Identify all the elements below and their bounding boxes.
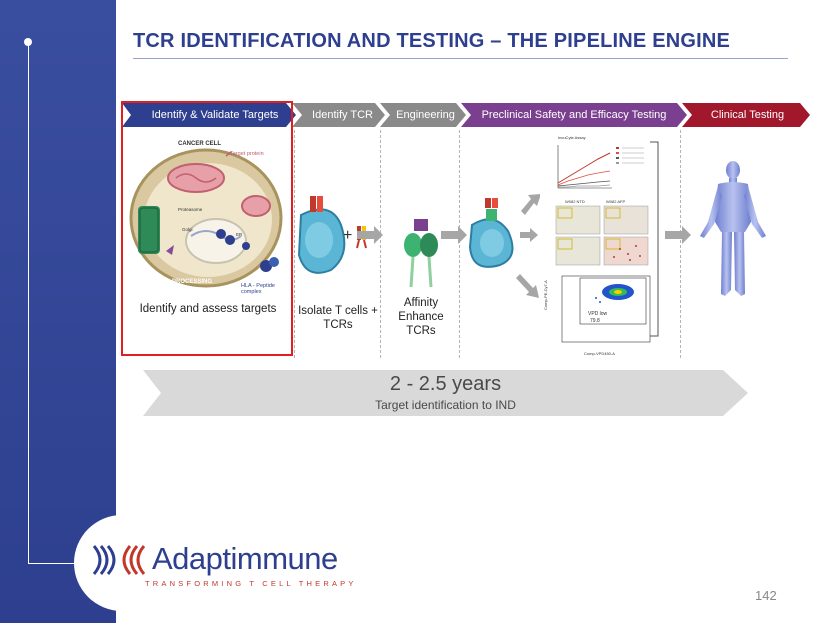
title-underline [133, 58, 788, 59]
flow-y-axis: Comp-PE-Cy7-A [543, 280, 548, 310]
tcell-illustration: + [297, 196, 367, 274]
logo-tagline: TRANSFORMING T CELL THERAPY [145, 579, 357, 588]
flow-x-axis: Comp-VPD450-A [584, 351, 615, 356]
separator-2 [380, 130, 381, 358]
flow-cytometry-plot [561, 275, 651, 343]
label-cancer-cell: CANCER CELL [178, 141, 221, 147]
chevron-clinical [682, 103, 810, 127]
separator-4 [680, 130, 681, 358]
sidebar-dot [24, 38, 32, 46]
engineered-tcr-illustration [404, 219, 438, 288]
logo-wordmark: Adaptimmune [152, 541, 338, 576]
timeline-duration: 2 - 2.5 years [389, 373, 502, 395]
chevron-identify-tcr [292, 103, 385, 127]
separator-1 [294, 130, 295, 358]
chevron-label-preclinical: Preclinical Safety and Efficacy Testing [481, 109, 667, 121]
chevron-label-clinical: Clinical Testing [710, 109, 785, 121]
incucyte-line-chart [540, 133, 655, 198]
chevron-engineering [380, 103, 466, 127]
flow-gate-label: VPD low [588, 311, 608, 317]
svg-text:+: + [343, 227, 352, 244]
label-golgi: Golgi [182, 227, 193, 232]
label-hla: HLA - Peptide complex [241, 283, 275, 295]
label-target-protein: Target protein [230, 151, 264, 157]
chevron-identify-targets [122, 103, 296, 127]
page-title: TCR IDENTIFICATION AND TESTING – THE PIP… [133, 30, 731, 52]
chart-title: IncuCyte Assay [558, 135, 586, 140]
chevron-label-identify-targets: Identify & Validate Targets [151, 109, 279, 121]
timeline-caption: Target identification to IND [375, 398, 516, 412]
microscopy-col-afp: W082 AFP [606, 199, 626, 204]
page-number: 142 [755, 588, 777, 603]
chevron-label-identify-tcr: Identify TCR [312, 109, 373, 121]
description-identify: Identify and assess targets [139, 303, 277, 315]
microscopy-col-ntd: W082 NTD [565, 199, 585, 204]
sidebar-band [0, 0, 116, 623]
separator-3 [459, 130, 460, 358]
label-er: ER [236, 232, 243, 237]
sidebar-vertical-line [28, 42, 29, 564]
adaptimmune-logo-icon [92, 545, 146, 575]
chevron-label-engineering: Engineering [396, 109, 455, 121]
human-figure [700, 161, 766, 296]
timeline-arrow [143, 370, 748, 416]
chevron-preclinical [461, 103, 687, 127]
highlight-box [121, 101, 293, 356]
bracket [650, 141, 659, 337]
description-affinity: Affinity Enhance TCRs [398, 297, 444, 337]
description-isolate: Isolate T cells + TCRs [298, 305, 378, 331]
cancer-cell-illustration [129, 148, 283, 288]
engineered-tcell-illustration [468, 198, 514, 268]
label-processing: PROCESSING [172, 279, 213, 285]
label-proteasome: Proteasome [178, 207, 203, 212]
microscopy-panels [555, 205, 649, 266]
flow-gate-value: 79.8 [590, 318, 600, 324]
